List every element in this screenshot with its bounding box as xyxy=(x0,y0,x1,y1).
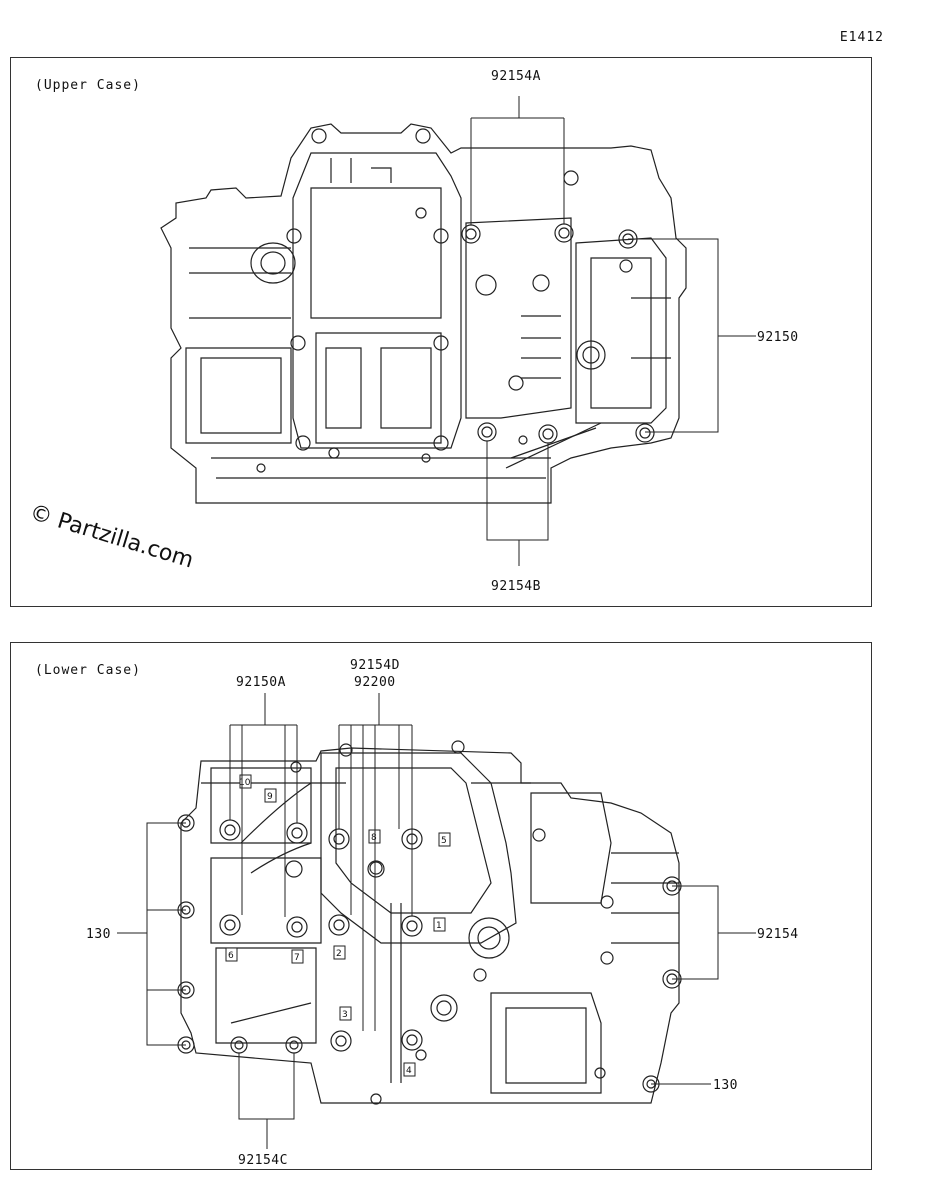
upper-case-drawing: 92154A 92150 92154B xyxy=(160,69,799,594)
bolt-number-5: 5 xyxy=(441,836,447,846)
bolt-number-9: 9 xyxy=(267,792,273,802)
callout-92150: 92150 xyxy=(757,330,799,345)
bolt-number-10: 10 xyxy=(239,778,251,788)
callout-92154A: 92154A xyxy=(491,69,541,84)
callout-92154: 92154 xyxy=(757,927,799,942)
upper-case-panel: (Upper Case) xyxy=(10,57,872,607)
lower-case-drawing: 1 2 3 4 5 6 7 8 9 10 92150A 92154D 92200… xyxy=(86,658,799,1168)
callout-92200: 92200 xyxy=(354,675,396,690)
bolt-number-4: 4 xyxy=(406,1066,412,1076)
bolt-number-3: 3 xyxy=(342,1010,348,1020)
bolt-number-1: 1 xyxy=(436,921,442,931)
callout-130-left: 130 xyxy=(86,927,111,942)
lower-case-panel: (Lower Case) xyxy=(10,642,872,1170)
callout-92150A: 92150A xyxy=(236,675,286,690)
callout-92154B: 92154B xyxy=(491,579,541,594)
bolt-number-6: 6 xyxy=(228,951,234,961)
callout-130-right: 130 xyxy=(713,1078,738,1093)
callout-92154D: 92154D xyxy=(350,658,400,673)
bolt-number-2: 2 xyxy=(336,949,342,959)
bolt-number-7: 7 xyxy=(294,953,300,963)
callout-92154C: 92154C xyxy=(238,1153,288,1168)
bolt-number-8: 8 xyxy=(371,833,377,843)
figure-code: E1412 xyxy=(839,30,884,45)
upper-case-label: (Upper Case) xyxy=(35,78,141,93)
lower-case-label: (Lower Case) xyxy=(35,663,141,678)
